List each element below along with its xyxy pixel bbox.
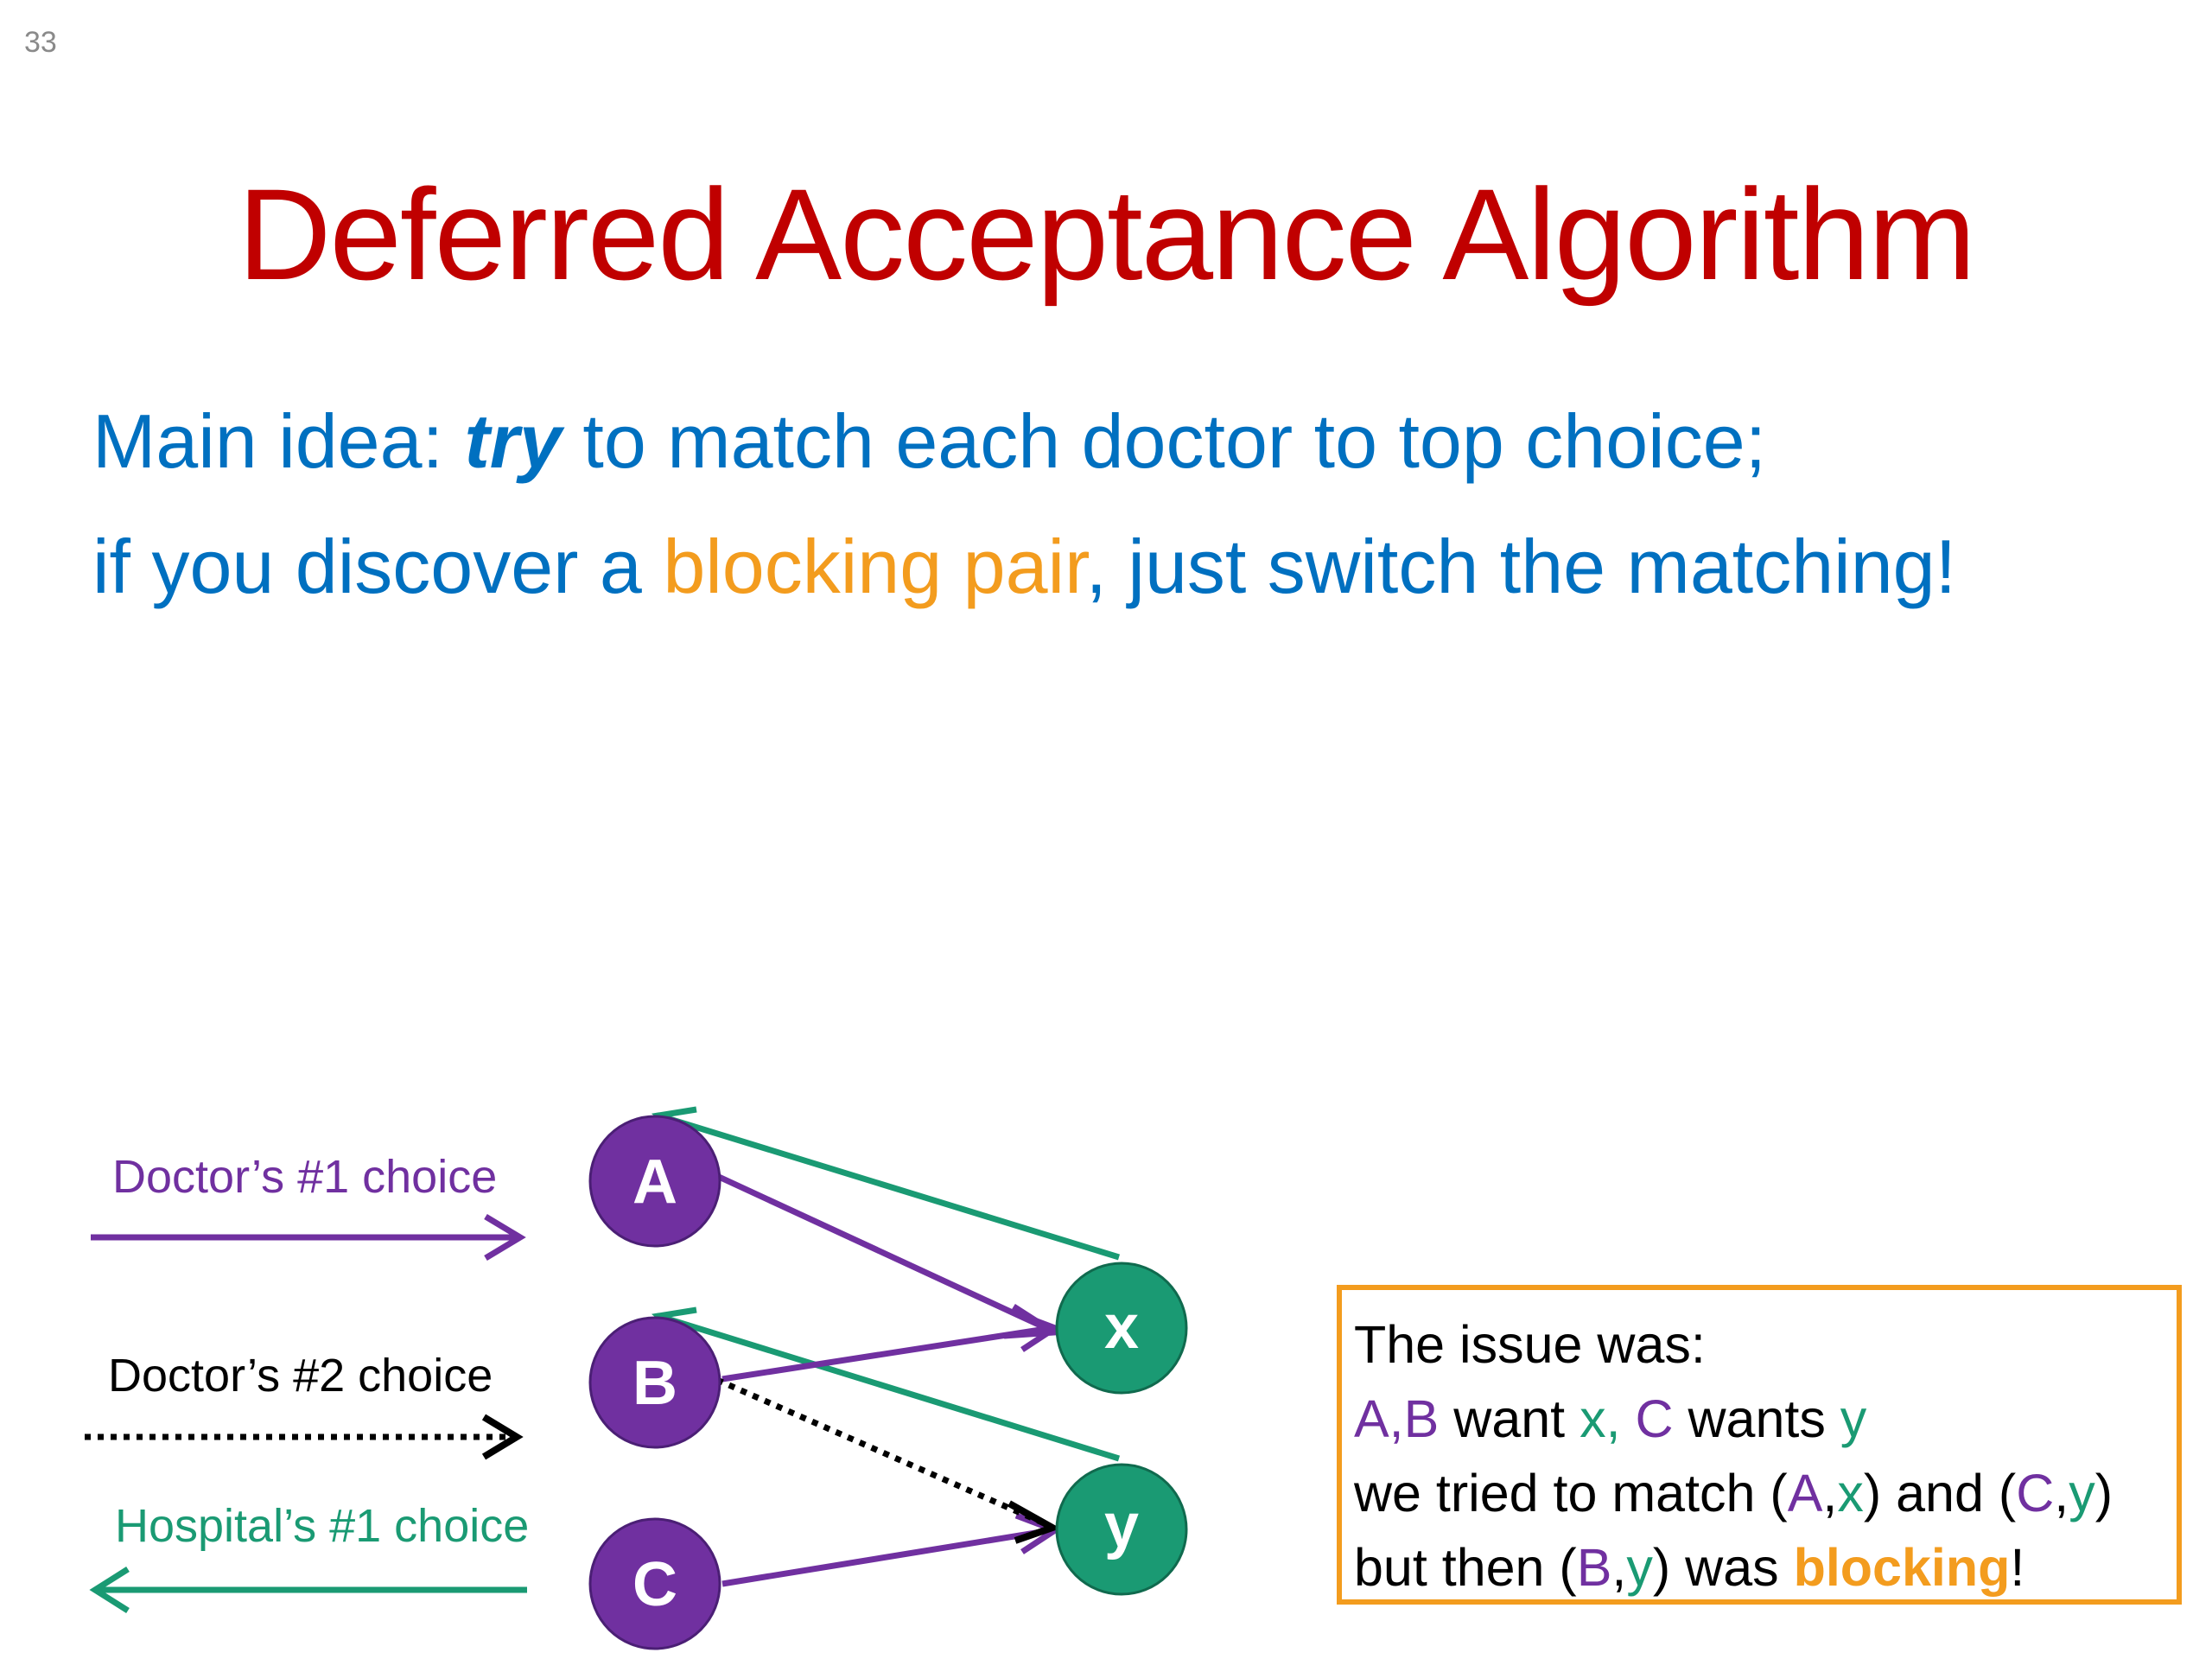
issue-line-tried: we tried to match (A,x) and (C,y) bbox=[1354, 1456, 2177, 1530]
node-doctor-C: C bbox=[588, 1517, 721, 1650]
issue-comma: , bbox=[1605, 1389, 1636, 1448]
node-doctor-A: A bbox=[588, 1115, 721, 1248]
issue-line-blocking: but then (B,y) was blocking! bbox=[1354, 1530, 2177, 1605]
issue-hospital-y: y bbox=[2069, 1464, 2095, 1522]
issue-heading: The issue was: bbox=[1354, 1315, 1706, 1374]
legend-doctor-second-label: Doctor’s #2 choice bbox=[108, 1350, 493, 1402]
issue-text: , bbox=[1611, 1538, 1627, 1597]
issue-line-wants: A,B want x, C wants y bbox=[1354, 1382, 2177, 1456]
issue-text: we tried to match ( bbox=[1354, 1464, 1788, 1522]
legend-doctor-second-arrow bbox=[85, 1414, 524, 1460]
issue-hospital-x: x bbox=[1837, 1464, 1864, 1522]
main-idea-line: Main idea: try to match each doctor to t… bbox=[92, 397, 1766, 486]
legend-hospital-first-arrow bbox=[89, 1567, 527, 1613]
legend-doctor-first-label: Doctor’s #1 choice bbox=[112, 1151, 497, 1203]
main-idea-prefix: Main idea: bbox=[92, 398, 465, 484]
node-hospital-y: y bbox=[1055, 1463, 1188, 1596]
main-idea-suffix: to match each doctor to top choice; bbox=[561, 398, 1767, 484]
edge-B-to-x bbox=[721, 1310, 1062, 1382]
node-y-label: y bbox=[1104, 1491, 1139, 1560]
node-A-label: A bbox=[632, 1147, 677, 1217]
issue-text: but then ( bbox=[1354, 1538, 1577, 1597]
issue-callout-box: The issue was: A,B want x, C wants y we … bbox=[1337, 1285, 2182, 1605]
issue-blocking-word: blocking bbox=[1793, 1538, 2011, 1597]
line2-suffix: , just switch the matching! bbox=[1085, 524, 1957, 609]
blocking-pair-line: if you discover a blocking pair, just sw… bbox=[92, 523, 1956, 611]
issue-doctor-C: C bbox=[2016, 1464, 2055, 1522]
issue-text: ) bbox=[2094, 1464, 2113, 1522]
issue-hospital-y: y bbox=[1840, 1389, 1867, 1448]
edge-A-to-x bbox=[717, 1173, 1064, 1339]
line2-prefix: if you discover a bbox=[92, 524, 664, 609]
slide-title: Deferred Acceptance Algorithm bbox=[238, 162, 1976, 307]
blocking-pair-highlight: blocking pair bbox=[663, 524, 1086, 609]
issue-text: , bbox=[1822, 1464, 1838, 1522]
issue-text: ) and ( bbox=[1863, 1464, 2017, 1522]
node-C-label: C bbox=[632, 1550, 677, 1619]
issue-text: ! bbox=[2010, 1538, 2025, 1597]
issue-hospital-x: x bbox=[1580, 1389, 1606, 1448]
legend-hospital-first-label: Hospital’s #1 choice bbox=[115, 1500, 529, 1552]
issue-doctor-C: C bbox=[1635, 1389, 1674, 1448]
edge-B-to-y bbox=[715, 1376, 1061, 1544]
issue-hospital-y: y bbox=[1626, 1538, 1653, 1597]
node-B-label: B bbox=[632, 1349, 677, 1418]
edge-C-to-y bbox=[721, 1512, 1062, 1587]
node-doctor-B: B bbox=[588, 1316, 721, 1449]
issue-text: wants bbox=[1673, 1389, 1840, 1448]
try-emphasis: try bbox=[464, 398, 562, 484]
issue-doctor-B: B bbox=[1576, 1538, 1612, 1597]
issue-doctor-A: A bbox=[1787, 1464, 1823, 1522]
node-x-label: x bbox=[1104, 1293, 1139, 1362]
issue-text: ) was bbox=[1652, 1538, 1794, 1597]
slide-number: 33 bbox=[24, 26, 57, 59]
issue-text: want bbox=[1439, 1389, 1580, 1448]
node-hospital-x: x bbox=[1055, 1262, 1188, 1395]
issue-doctors-AB: A,B bbox=[1354, 1389, 1440, 1448]
legend-doctor-first-arrow bbox=[91, 1213, 526, 1262]
issue-text: , bbox=[2054, 1464, 2069, 1522]
